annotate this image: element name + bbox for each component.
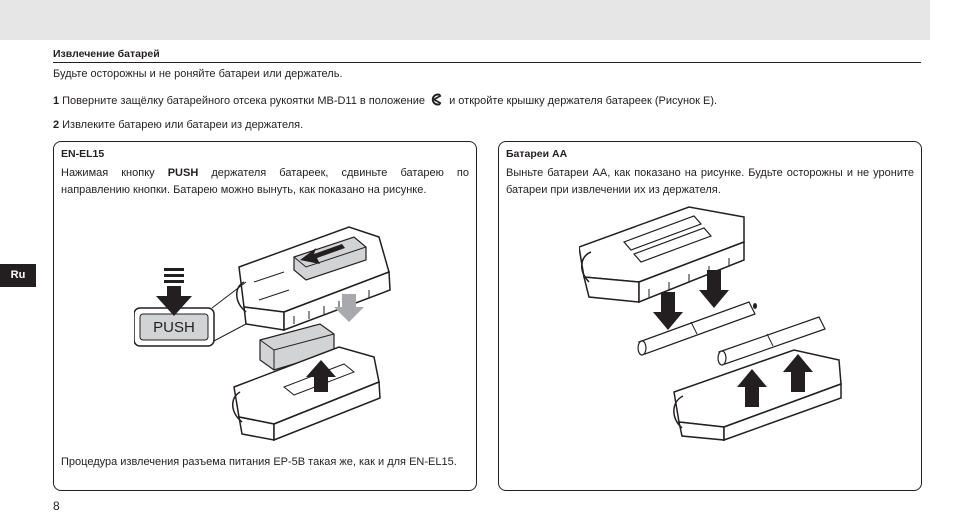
aa-holder-upper-drawing	[579, 206, 745, 304]
panel-aa: Батареи AA Выньте батареи AA, как показа…	[498, 141, 922, 491]
panel-aa-text: Выньте батареи AA, как показано на рисун…	[506, 167, 914, 196]
section-title: Извлечение батарей	[53, 47, 921, 63]
page-number: 8	[53, 499, 60, 513]
panel-aa-title: Батареи AA	[506, 148, 568, 160]
panel-en-el15: EN-EL15 Нажимая кнопку PUSH держателя ба…	[53, 141, 477, 491]
panel-en-el15-text: Нажимая кнопку PUSH держателя батареек, …	[61, 165, 469, 199]
step-1-number: 1	[53, 95, 60, 107]
push-down-arrow	[156, 268, 192, 316]
language-tab: Ru	[0, 264, 36, 287]
aa-up-arrow-left	[737, 369, 767, 407]
step-2-number: 2	[53, 119, 60, 131]
push-word: PUSH	[167, 167, 199, 179]
aa-holder-lower-drawing	[673, 349, 842, 442]
aa-removal-illustration	[579, 206, 842, 442]
push-button-callout: PUSH	[134, 281, 247, 347]
step-1-text-before: Поверните защёлку батарейного отсека рук…	[62, 95, 425, 107]
aa-up-arrow-right	[783, 354, 813, 392]
caution-text: Будьте осторожны и не роняйте батареи ил…	[53, 68, 343, 80]
panel-en-el15-title: EN-EL15	[61, 148, 105, 160]
push-label: PUSH	[153, 319, 195, 336]
up-arrow	[306, 360, 336, 392]
step-2-text: Извлеките батарею или батареи из держате…	[62, 119, 304, 131]
en-el15-removal-illustration: PUSH	[134, 226, 391, 442]
aa-loose-cells-lower	[717, 316, 826, 366]
gray-down-arrow	[334, 294, 364, 322]
header-band	[0, 0, 930, 40]
panel-en-el15-text-after: держателя батареек, сдвиньте батарею по …	[61, 167, 470, 196]
step-1-text-after: и откройте крышку держателя батареек (Ри…	[449, 95, 718, 107]
panel-en-el15-footer: Процедура извлечения разъема питания EP-…	[61, 456, 457, 468]
latch-open-icon	[431, 93, 442, 106]
aa-loose-cells-upper	[637, 301, 757, 356]
aa-down-arrow-right	[699, 270, 729, 308]
holder-upper-drawing	[236, 226, 391, 332]
aa-down-arrow-left	[653, 292, 683, 330]
holder-lower-drawing	[232, 346, 381, 442]
panel-en-el15-text-before: Нажимая кнопку	[61, 167, 155, 179]
